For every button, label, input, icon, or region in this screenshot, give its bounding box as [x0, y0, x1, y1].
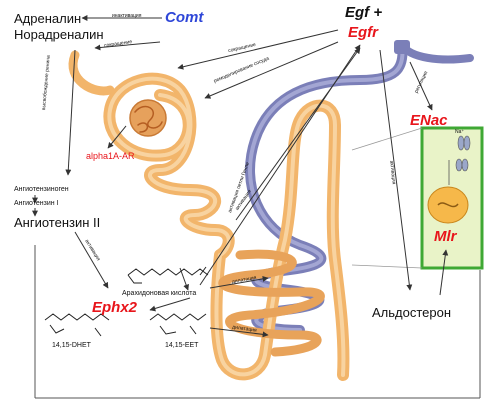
alpha1a-ar-label: alpha1A-AR	[86, 151, 135, 161]
sodium-ion-label: Na⁺	[455, 129, 465, 135]
comt-gene-label: Comt	[165, 9, 204, 26]
epithelial-cell	[420, 126, 484, 270]
nephron-tubule	[68, 50, 350, 381]
egfr-gene-label: Egfr	[348, 24, 378, 41]
adrenaline-label: Адреналин	[14, 11, 82, 26]
frame-lines	[34, 245, 481, 399]
ephx2-gene-label: Ephx2	[92, 299, 138, 316]
mlr-gene-label: Mlr	[434, 228, 457, 245]
angiotensin1-label: Ангиотензин I	[14, 200, 59, 207]
pathway-arrows	[32, 15, 449, 338]
cell-callout-lines	[351, 127, 423, 269]
arachidonic-acid-label: Арахидоновая кислота	[122, 290, 197, 297]
egf-label: Egf +	[345, 4, 383, 21]
enac-gene-label: ENac	[410, 112, 448, 129]
angiotensinogen-label: Ангиотензиноген	[14, 186, 69, 193]
aldosterone-label: Альдостерон	[372, 305, 452, 320]
activation-label-3: активация	[388, 160, 397, 185]
inactivation-label: инактивация	[112, 13, 142, 19]
noradrenaline-label: Норадреналин	[14, 27, 104, 42]
chemical-structures	[44, 266, 209, 337]
angiotensin2-label: Ангиотензин II	[14, 215, 101, 230]
eet-label: 14,15-EET	[165, 342, 199, 349]
dhet-label: 14,15-DHET	[52, 342, 91, 349]
